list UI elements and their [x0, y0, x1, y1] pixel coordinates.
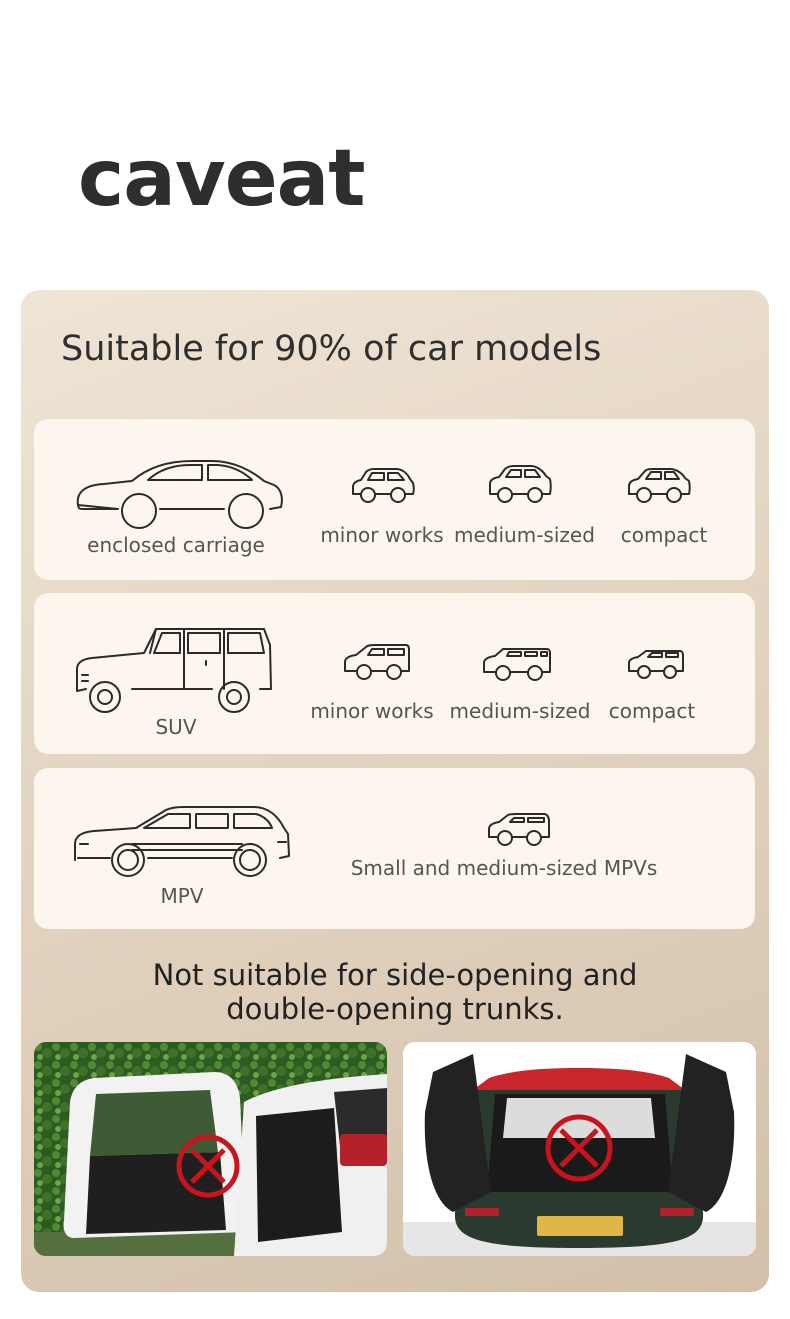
sedan-card: enclosed carriage minor works medium-siz…: [34, 419, 755, 580]
compact-suv-icon: [628, 650, 684, 679]
mpv-size-label: Small and medium-sized MPVs: [350, 856, 658, 880]
small-suv-icon: [344, 644, 410, 680]
not-suitable-note: Not suitable for side-opening and double…: [21, 958, 769, 1026]
mpv-card: MPV Small and medium-sized MPVs: [34, 768, 755, 929]
page-title: caveat: [78, 134, 366, 224]
sedan-size-compact: compact: [620, 523, 708, 547]
suv-icon: [76, 628, 272, 713]
mpv-label: MPV: [160, 884, 204, 908]
sedan-icon: [76, 460, 283, 529]
sedan-size-small: minor works: [320, 523, 444, 547]
note-line-1: Not suitable for side-opening and: [152, 958, 638, 992]
double-opening-trunk-photo: [403, 1042, 756, 1256]
suv-size-small: minor works: [310, 699, 434, 723]
compatibility-panel: Suitable for 90% of car models enclosed …: [21, 290, 769, 1292]
medium-sedan-icon: [489, 465, 552, 503]
side-opening-trunk-photo: [34, 1042, 387, 1256]
suv-card: SUV minor works medium-sized compact: [34, 593, 755, 754]
sedan-size-medium: medium-sized: [454, 523, 595, 547]
suv-size-compact: compact: [608, 699, 696, 723]
suv-label: SUV: [155, 715, 197, 739]
compact-sedan-icon: [628, 468, 691, 503]
sedan-label: enclosed carriage: [87, 533, 265, 557]
panel-subtitle: Suitable for 90% of car models: [61, 329, 602, 369]
mpv-icon: [74, 806, 290, 877]
small-sedan-icon: [352, 468, 415, 503]
suv-size-medium: medium-sized: [449, 699, 591, 723]
medium-suv-icon: [483, 648, 551, 681]
small-mpv-icon: [488, 813, 550, 846]
note-line-2: double-opening trunks.: [226, 992, 564, 1026]
